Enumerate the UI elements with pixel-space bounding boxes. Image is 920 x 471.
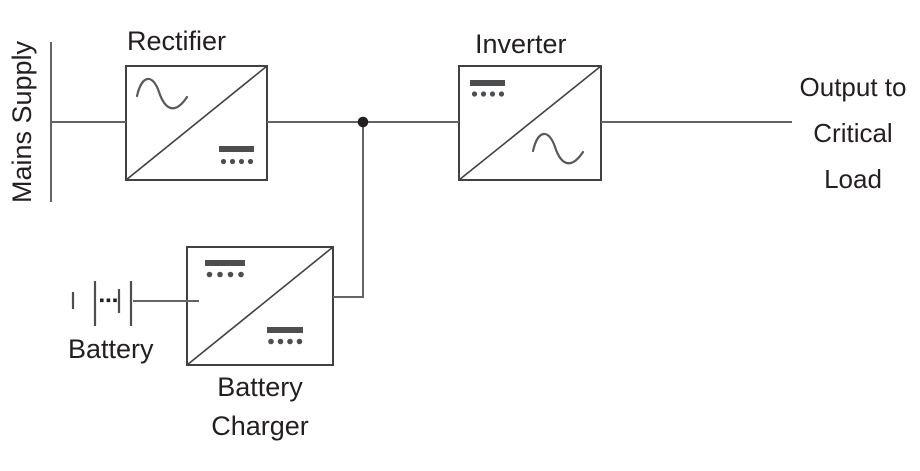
output-label-line2: Critical xyxy=(813,118,893,148)
inverter-label: Inverter xyxy=(475,29,567,59)
rectifier-dc-symbol-icon xyxy=(219,146,254,165)
battery-icon xyxy=(71,281,133,326)
output-label-line3: Load xyxy=(824,164,882,194)
inverter-diagonal xyxy=(458,65,602,181)
battery-charger-label: Battery Charger xyxy=(187,368,333,446)
output-label-line1: Output to xyxy=(799,72,907,102)
inverter-dc-symbol-icon xyxy=(470,80,505,97)
battery-charger-label-line1: Battery xyxy=(217,372,303,402)
rectifier-diagonal xyxy=(125,65,268,181)
rectifier-ac-sine-icon xyxy=(135,77,189,110)
battery-charger-dc-symbol-bottom-icon xyxy=(267,327,303,345)
dc-bus-junction-dot-icon xyxy=(357,116,369,128)
battery-charger-label-line2: Charger xyxy=(211,411,309,441)
rectifier-label: Rectifier xyxy=(127,26,227,56)
battery-label: Battery xyxy=(68,334,154,364)
inverter-ac-sine-icon xyxy=(531,132,585,165)
battery-charger-dc-symbol-top-icon xyxy=(205,260,245,278)
battery-charger-diagonal xyxy=(186,246,334,366)
output-label: Output to Critical Load xyxy=(786,64,920,202)
mains-supply-label: Mains Supply xyxy=(7,40,37,204)
wire-junction-to-charger xyxy=(333,122,364,298)
